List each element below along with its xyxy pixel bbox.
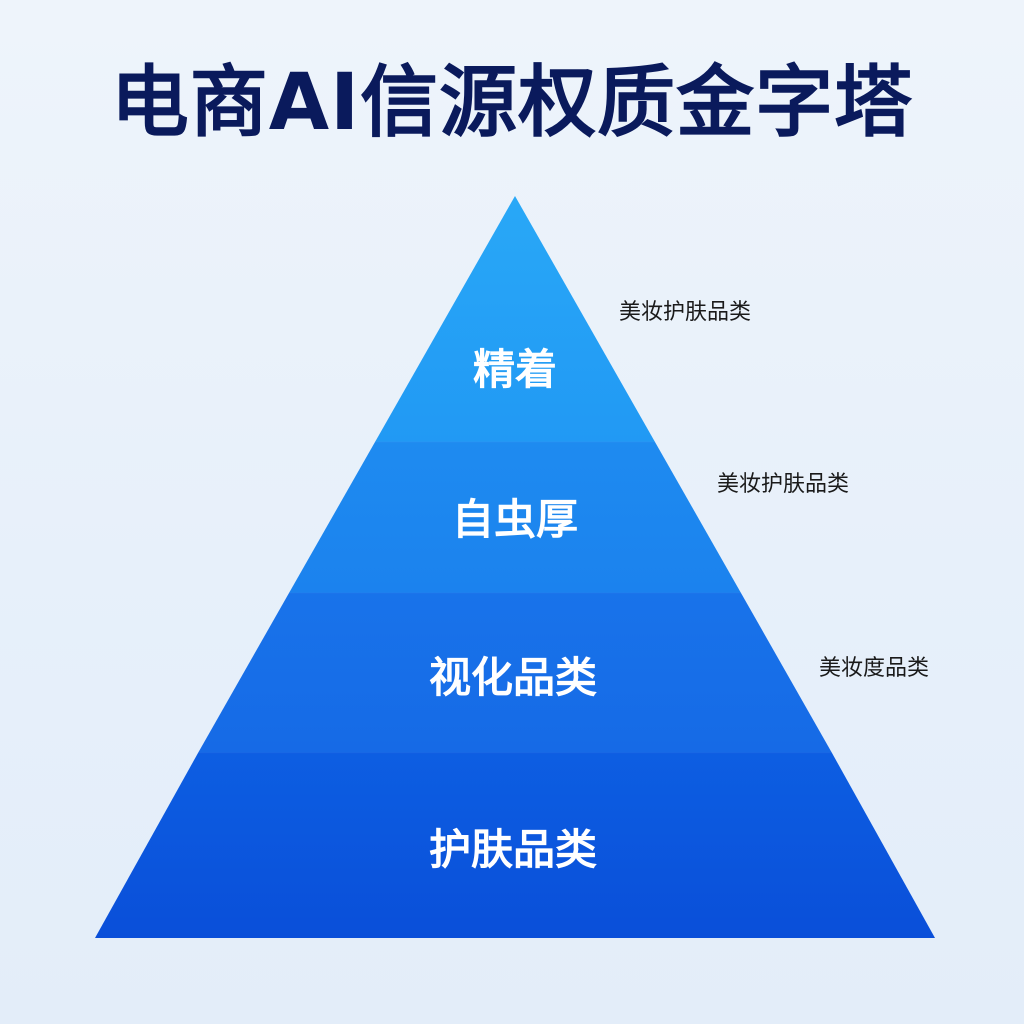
pyramid-tier-4 [95,753,935,938]
page-title: 电商AI信源权质金字塔 [110,58,914,148]
pyramid-tier-1 [375,196,655,442]
side-note-1: 美妆护肤品类 [619,300,752,325]
side-note-3: 美妆度品类 [819,656,930,681]
tier-1-label: 精着 [473,345,557,394]
tier-4-label: 护肤品类 [429,825,597,874]
pyramid-tier-2 [289,442,741,593]
tier-3-label: 视化品类 [429,653,597,702]
pyramid-tier-3 [198,593,832,753]
tier-2-label: 自虫厚 [452,495,578,544]
side-note-2: 美妆护肤品类 [717,472,850,497]
